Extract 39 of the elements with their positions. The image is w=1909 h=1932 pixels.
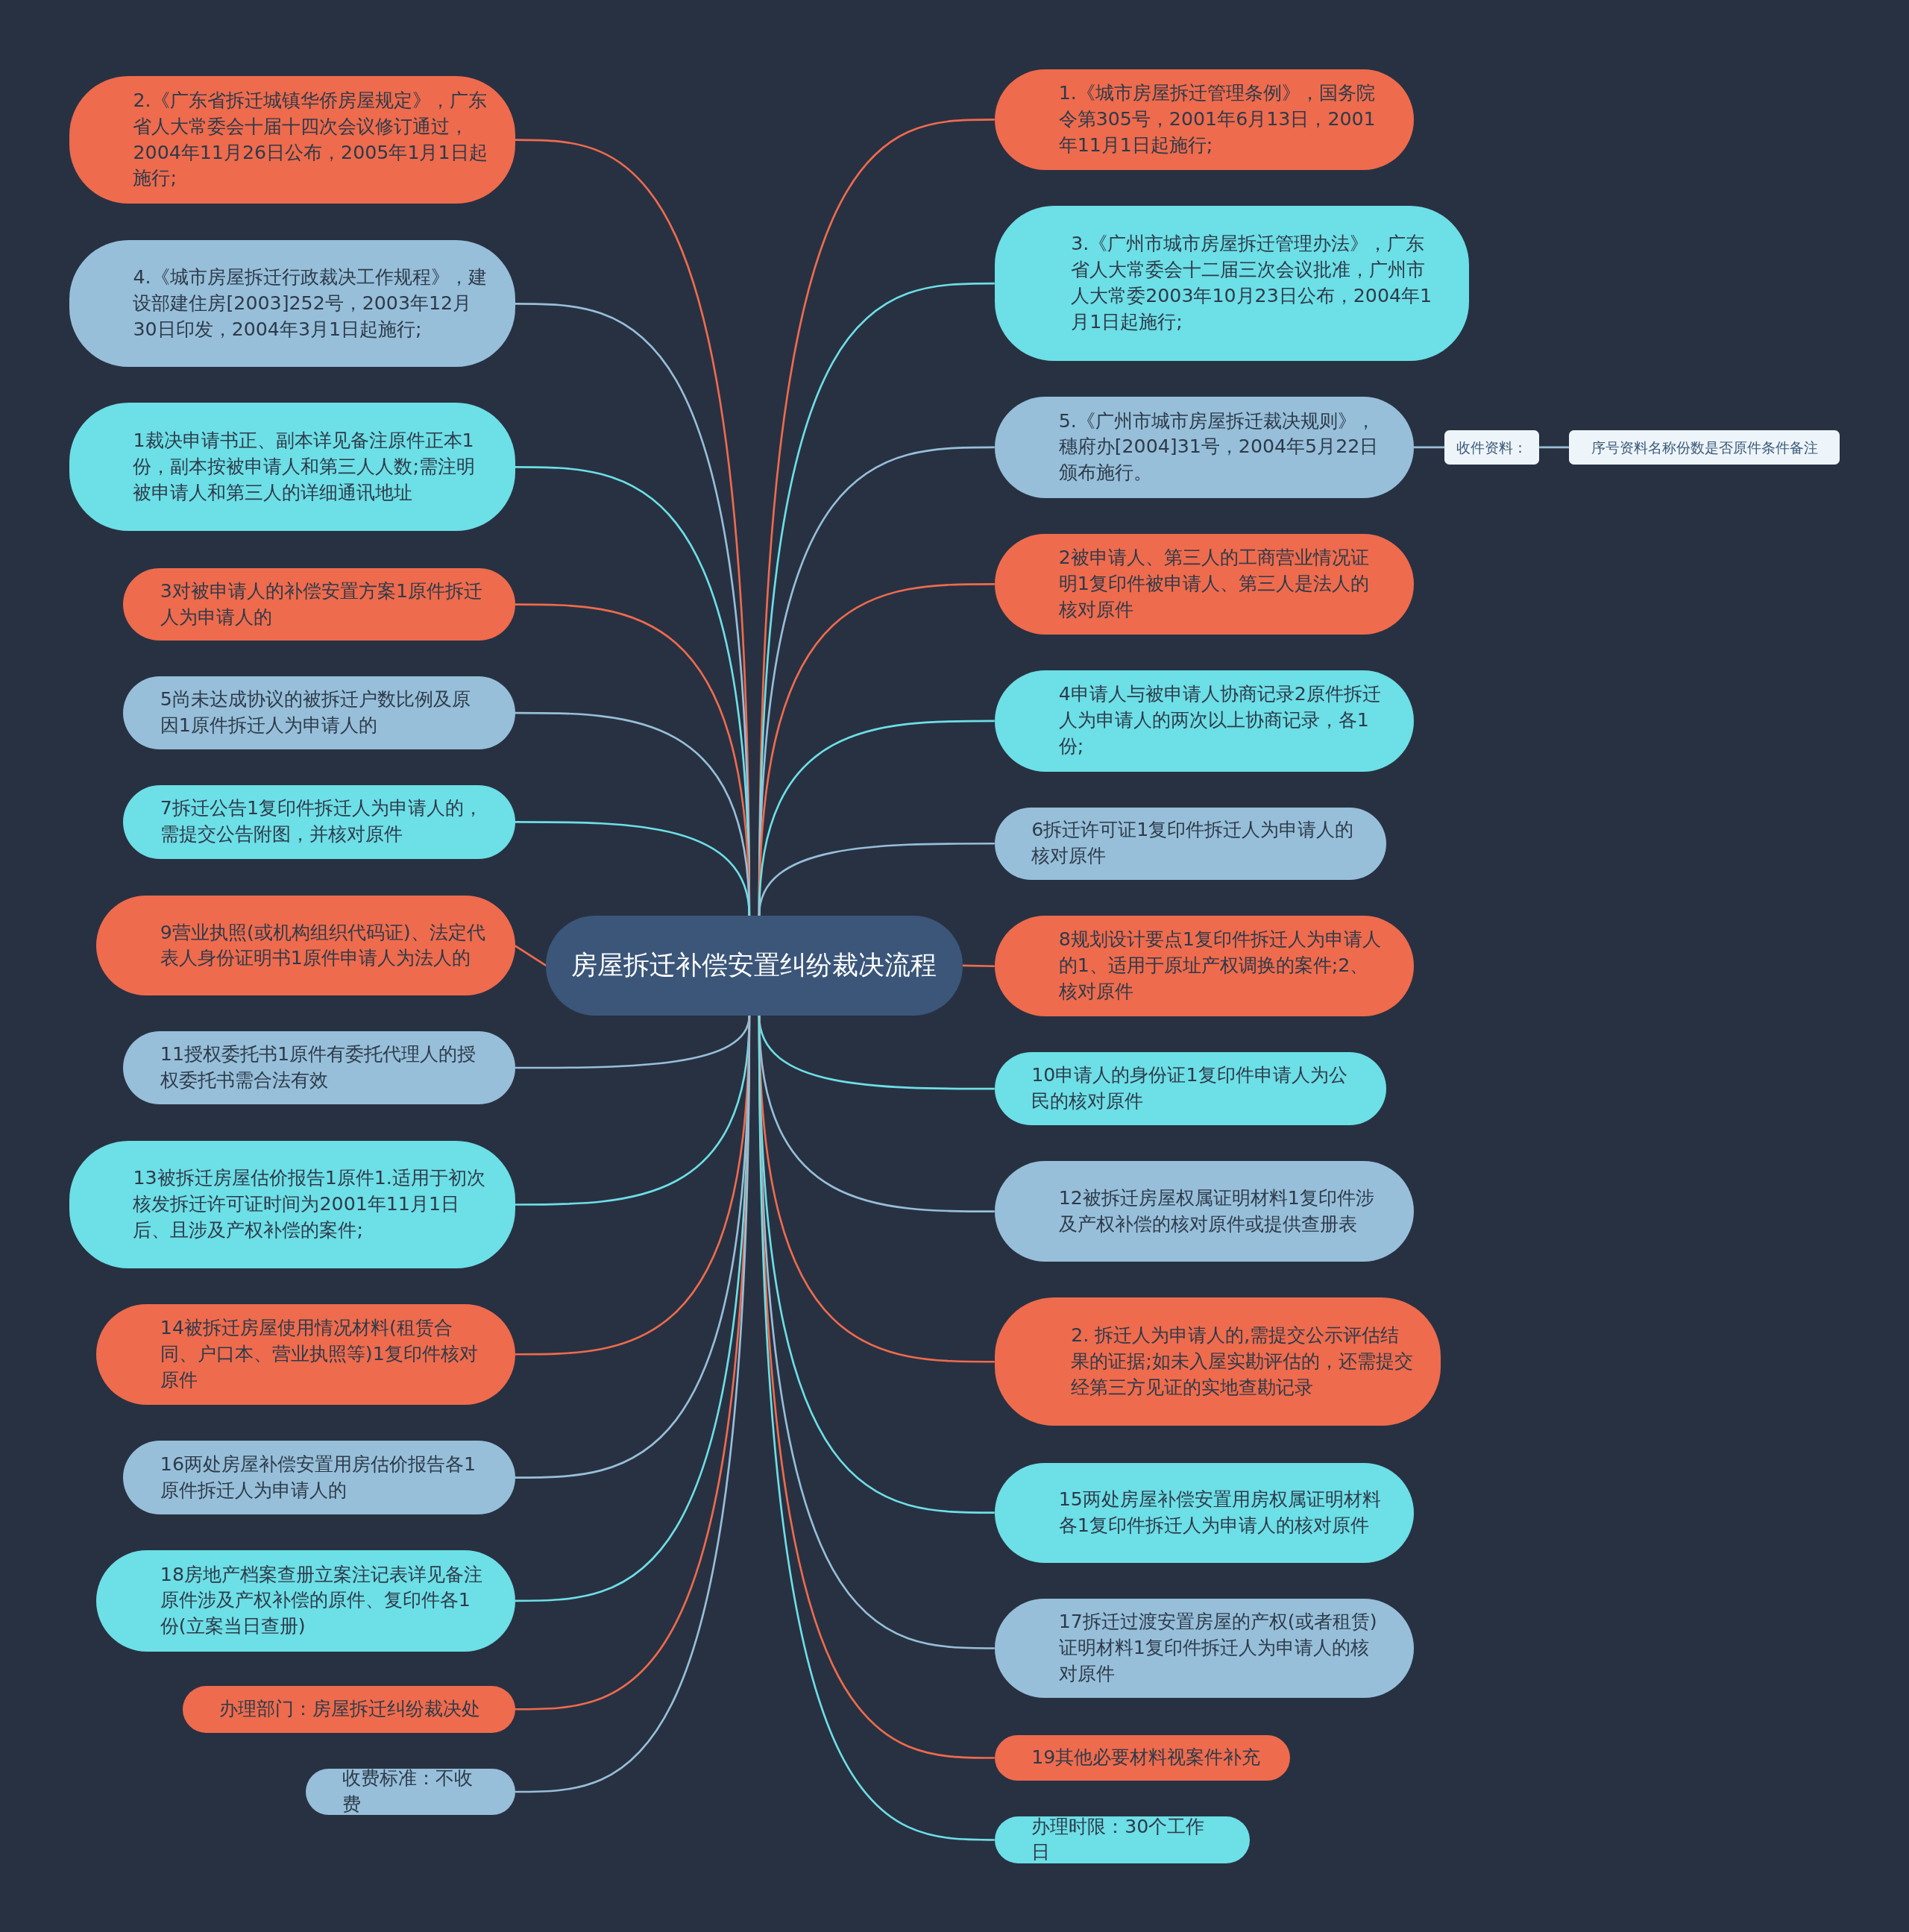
topic-text: 16两处房屋补偿安置用房估价报告各1原件拆迁人为申请人的 xyxy=(160,1452,477,1503)
topic-text: 2被申请人、第三人的工商营业情况证明1复印件被申请人、第三人是法人的核对原件 xyxy=(1058,546,1370,622)
topic-text: 19其他必要材料视案件补充 xyxy=(1031,1746,1261,1770)
topic-text: 3对被申请人的补偿安置方案1原件拆迁人为申请人的 xyxy=(160,579,483,629)
connector xyxy=(962,964,995,967)
topic-text: 1裁决申请书正、副本详见备注原件正本1 份，副本按被申请人和第三人人数;需注明被申请人和第三人的详细通讯地址 xyxy=(133,429,476,505)
topic-text: 收件资料： xyxy=(1456,438,1528,457)
topic-text: 2.《广东省拆迁城镇华侨房屋规定》，广东省人大常委会十届十四次会议修订通过，2004年11月26日公布，2005年1月1日起施行; xyxy=(133,88,488,191)
topic-text: 4.《城市房屋拆迁行政裁决工作规程》，建设部建住房[2003]252号，2003年12月30日印发，2004年3月1日起施行; xyxy=(133,265,488,342)
connector xyxy=(758,842,995,916)
topic-text: 6拆迁许可证1复印件拆迁人为申请人的核对原件 xyxy=(1031,818,1355,869)
connector xyxy=(515,821,751,916)
topic-text: 办理部门：房屋拆迁纠纷裁决处 xyxy=(219,1696,481,1721)
topic-text: 12被拆迁房屋权属证明材料1复印件涉及产权补偿的核对原件或提供查册表 xyxy=(1058,1186,1375,1236)
connector xyxy=(1413,446,1444,449)
topic-text: 8规划设计要点1复印件拆迁人为申请人的1、适用于原址产权调换的案件;2、核对原件 xyxy=(1058,928,1382,1004)
topic-text: 5.《广州市城市房屋拆迁裁决规则》，穗府办[2004]31号，2004年5月22日颁布施行。 xyxy=(1058,409,1380,485)
topic-text: 14被拆迁房屋使用情况材料(租赁合同、户口本、营业执照等)1复印件核对原件 xyxy=(160,1315,479,1392)
subtopic-tag xyxy=(1444,429,1540,465)
topic-text: 序号资料名称份数是否原件条件备注 xyxy=(1591,438,1818,457)
topic-text: 办理时限：30个工作日 xyxy=(1031,1814,1206,1865)
topic-text: 3.《广州市城市房屋拆迁管理办法》，广东省人大常委会十二届三次会议批准，广州市人大常委2003年10月23日公布，2004年1月1日起施行; xyxy=(1071,232,1433,334)
topic-text: 18房地产档案查册立案注记表详见备注原件涉及产权补偿的原件、复印件各1 份(立案当日查册) xyxy=(160,1562,483,1639)
topic-text: 4申请人与被申请人协商记录2原件拆迁人为申请人的两次以上协商记录，各1 份; xyxy=(1058,682,1382,759)
topic-text: 11授权委托书1原件有委托代理人的授权委托书需合法有效 xyxy=(160,1042,477,1093)
topic-text: 7拆迁公告1复印件拆迁人为申请人的，需提交公告附图，并核对原件 xyxy=(160,796,483,847)
topic-text: 15两处房屋补偿安置用房权属证明材料各1复印件拆迁人为申请人的核对原件 xyxy=(1058,1487,1382,1538)
topic-text: 5尚未达成协议的被拆迁户数比例及原因1原件拆迁人为申请人的 xyxy=(160,687,471,738)
topic-text: 10申请人的身份证1复印件申请人为公民的核对原件 xyxy=(1031,1063,1348,1114)
connector xyxy=(1539,446,1569,449)
topic-text: 2. 拆迁人为申请人的,需提交公示评估结果的证据;如未入屋实勘评估的，还需提交经第三方见证的实地查勘记录 xyxy=(1071,1323,1414,1400)
connector xyxy=(515,945,547,966)
topic-text: 房屋拆迁补偿安置纠纷裁决流程 xyxy=(571,948,937,981)
topic-text: 17拆迁过渡安置房屋的产权(或者租赁)证明材料1复印件拆迁人为申请人的核对原件 xyxy=(1058,1610,1378,1686)
topic-text: 1.《城市房屋拆迁管理条例》，国务院令第305号，2001年6月13日，2001年11月1日起施行; xyxy=(1058,81,1377,157)
topic-text: 13被拆迁房屋估价报告1原件1.适用于初次核发拆迁许可证时间为2001年11月1日后、且涉及产权补偿的案件; xyxy=(133,1166,486,1242)
subtopic-tag xyxy=(1568,429,1840,465)
topic-text: 9营业执照(或机构组织代码证)、法定代表人身份证明书1原件申请人为法人的 xyxy=(160,920,486,971)
topic-text: 收费标准：不收费 xyxy=(342,1766,474,1816)
